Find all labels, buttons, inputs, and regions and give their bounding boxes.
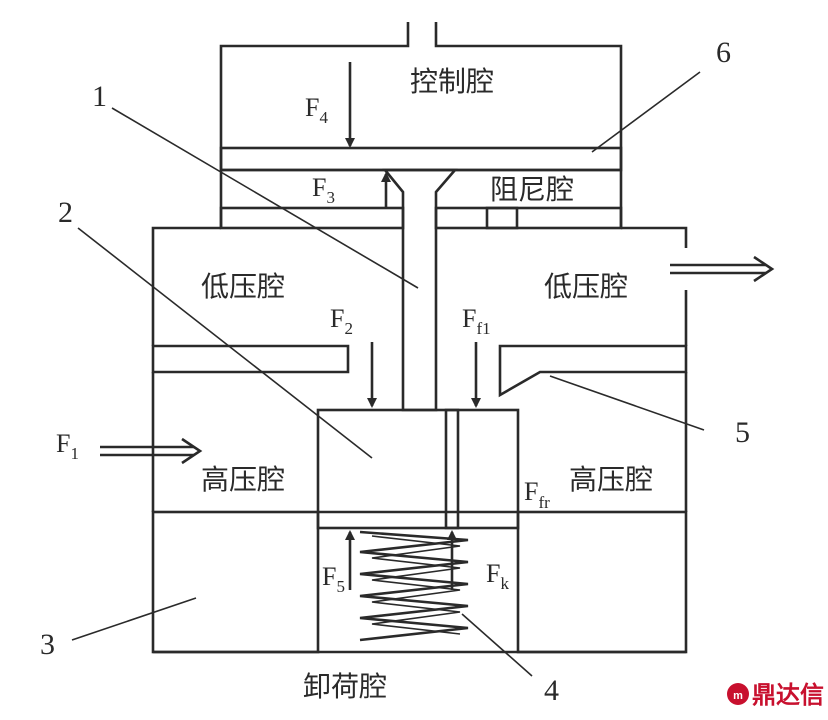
f1-arrow-head (181, 437, 203, 465)
body-right-base (516, 510, 688, 654)
outlet-arrow-head (753, 255, 775, 283)
label-high-pressure-left: 高压腔 (201, 463, 285, 496)
leader-3 (71, 597, 197, 641)
leader-6 (591, 71, 701, 153)
label-f4: F4 (305, 93, 328, 127)
valve-stem (382, 168, 458, 412)
part-number-1: 1 (92, 80, 107, 113)
valve-seat-left (151, 344, 350, 374)
housing-right (621, 226, 688, 512)
label-unload-chamber: 卸荷腔 (303, 670, 387, 703)
leader-4 (461, 613, 533, 677)
label-high-pressure-right: 高压腔 (569, 463, 653, 496)
part-number-5: 5 (735, 416, 750, 449)
label-control-chamber: 控制腔 (410, 65, 494, 98)
label-low-pressure-right: 低压腔 (544, 270, 628, 303)
orifice-hole (485, 206, 519, 230)
orifice-plate-right (434, 206, 623, 230)
main-piston (316, 408, 520, 530)
part-number-2: 2 (58, 196, 73, 229)
label-ffr: Ffr (524, 477, 550, 512)
brand-logo-icon (727, 683, 749, 705)
leader-1 (111, 107, 419, 289)
label-f1: F1 (56, 429, 79, 463)
valve-seat-right (498, 344, 688, 398)
part-number-3: 3 (40, 628, 55, 661)
watermark: m 鼎达信 (727, 681, 824, 709)
body-left-base (151, 510, 320, 654)
housing-top (219, 22, 623, 228)
housing-left (151, 226, 221, 512)
part-number-6: 6 (716, 36, 731, 69)
spring-back (371, 535, 461, 635)
label-ff1: Ff1 (462, 304, 491, 338)
brand-logo-mark: m (733, 690, 743, 702)
leader-2 (77, 227, 373, 459)
label-fk: Fk (486, 559, 509, 593)
leader-5 (549, 375, 705, 431)
part-number-4: 4 (544, 674, 559, 707)
label-f2: F2 (330, 304, 353, 338)
damping-plate (219, 146, 623, 172)
label-f5: F5 (322, 562, 345, 596)
watermark-text: 鼎达信 (752, 681, 824, 709)
piston-orifice (444, 408, 460, 530)
label-damping-chamber: 阻尼腔 (490, 173, 574, 206)
label-low-pressure-left: 低压腔 (201, 270, 285, 303)
label-f3: F3 (312, 173, 335, 207)
